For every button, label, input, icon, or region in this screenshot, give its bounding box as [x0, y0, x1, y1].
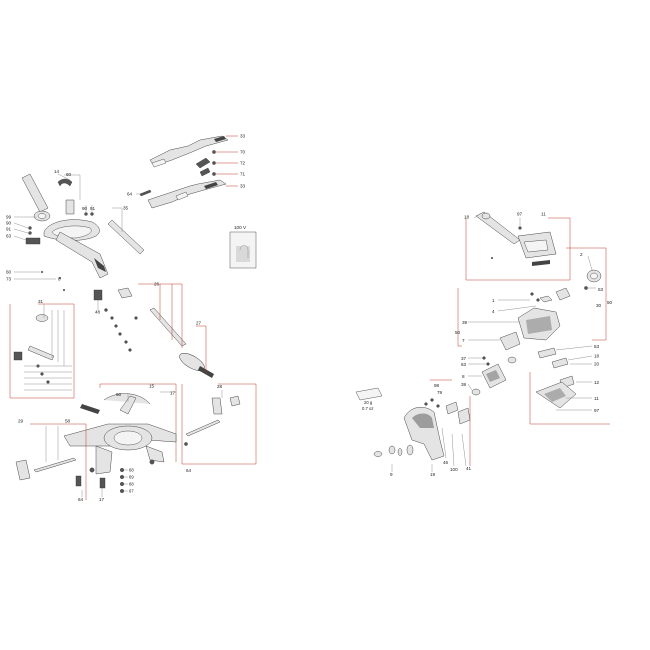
label-100: 100 — [450, 467, 458, 472]
brush-group — [537, 345, 593, 389]
label-90-left: 90 — [6, 221, 12, 226]
box-29 — [15, 423, 87, 500]
label-64-box28: 64 — [186, 468, 192, 473]
label-60-left: 60 — [6, 270, 12, 275]
label-41: 41 — [466, 466, 472, 471]
label-58: 58 — [65, 419, 71, 424]
label-97-right: 97 — [594, 408, 600, 413]
label-71: 71 — [240, 172, 246, 177]
label-33-bottom: 33 — [240, 184, 246, 189]
left-assembly: 33 70 72 71 33 64 14 60 90 91 35 99 90 9… — [6, 134, 257, 502]
label-12: 12 — [594, 380, 600, 385]
label-67: 67 — [129, 489, 134, 494]
label-68-a: 68 — [129, 468, 134, 473]
label-8-left: 8 — [58, 277, 61, 282]
label-72: 72 — [240, 161, 246, 166]
label-68-b: 68 — [129, 482, 134, 487]
label-30: 30 — [596, 303, 602, 308]
label-64-bottom: 64 — [78, 497, 84, 502]
base-group — [63, 383, 177, 475]
armature-group — [467, 356, 517, 396]
label-39: 39 — [462, 320, 468, 325]
label-18-top: 18 — [464, 215, 470, 220]
box-28 — [181, 383, 257, 465]
label-60-base: 60 — [116, 392, 122, 397]
label-63-right: 63 — [461, 362, 467, 367]
label-17-right: 17 — [170, 391, 176, 396]
label-17-bottom: 17 — [99, 497, 105, 502]
box-knob — [566, 247, 607, 341]
fence-group — [136, 135, 238, 209]
label-27: 27 — [196, 321, 202, 326]
label-91-top: 91 — [90, 206, 96, 211]
label-2: 2 — [580, 252, 583, 257]
label-26: 26 — [154, 282, 160, 287]
label-35: 35 — [123, 206, 129, 211]
label-11-top: 11 — [541, 212, 546, 217]
bar-35 — [107, 207, 145, 255]
right-assembly: 18 97 11 2 53 50 30 1 4 39 50 7 53 18 20… — [355, 211, 613, 477]
label-28: 28 — [217, 384, 223, 389]
turntable-group — [13, 173, 109, 291]
spindle-group — [93, 283, 214, 378]
label-53-top: 53 — [598, 287, 604, 292]
label-79: 79 — [437, 390, 443, 395]
label-18-right: 18 — [594, 354, 600, 359]
label-8-right: 8 — [462, 374, 465, 379]
label-100v: 100 V — [234, 225, 247, 230]
label-37: 37 — [461, 356, 467, 361]
label-0-7-oz: 0.7 oz — [362, 406, 373, 411]
small-parts-bottom — [75, 468, 128, 497]
label-70: 70 — [240, 150, 246, 155]
label-90-top: 90 — [82, 206, 88, 211]
label-63-left: 63 — [6, 234, 12, 239]
switch-box — [529, 372, 610, 425]
label-60-top: 60 — [66, 172, 72, 177]
label-69: 69 — [129, 475, 134, 480]
label-7: 7 — [462, 338, 465, 343]
box-handle — [465, 211, 571, 281]
label-20: 20 — [594, 362, 600, 367]
label-4: 4 — [492, 309, 495, 314]
label-99: 99 — [6, 215, 12, 220]
label-1: 1 — [492, 298, 495, 303]
motor-housing — [457, 287, 571, 351]
label-11-right: 11 — [594, 396, 599, 401]
label-33-top: 33 — [240, 134, 246, 139]
box-31 — [9, 303, 75, 399]
label-9: 9 — [390, 472, 393, 477]
label-46: 46 — [443, 460, 449, 465]
label-73: 73 — [6, 277, 12, 282]
label-20g: 20 g — [364, 400, 373, 405]
label-38: 38 — [461, 382, 467, 387]
label-98: 98 — [434, 383, 440, 388]
label-29: 29 — [18, 419, 24, 424]
label-31: 31 — [38, 299, 44, 304]
label-48: 48 — [95, 310, 101, 315]
label-50-right: 50 — [607, 300, 613, 305]
label-64-fence: 64 — [127, 192, 133, 197]
label-50-left: 50 — [455, 330, 461, 335]
label-97-top: 97 — [517, 212, 523, 217]
label-91-left: 91 — [6, 227, 12, 232]
label-19: 19 — [430, 472, 436, 477]
label-15: 15 — [149, 384, 155, 389]
label-100v — [229, 231, 257, 269]
label-14: 14 — [54, 169, 60, 174]
label-53-right: 53 — [594, 344, 600, 349]
blade-guard-group — [355, 379, 471, 472]
